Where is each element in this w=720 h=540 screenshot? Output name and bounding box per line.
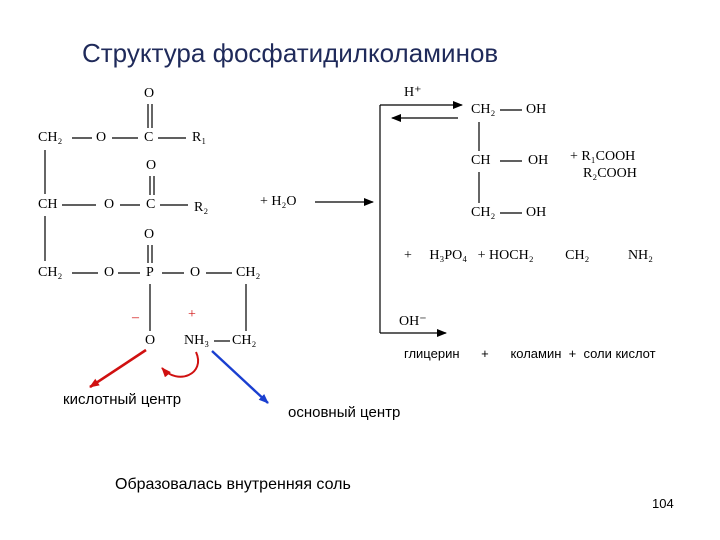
- atom-ch2-end: CH₂: [232, 333, 257, 348]
- products-row: + H₃PO₄ + HOCH₂ CH₂ NH₂: [404, 248, 654, 263]
- positive-charge: +: [188, 307, 196, 322]
- atom-oxygen-3: O: [104, 265, 115, 280]
- glycerol-oh-a: OH: [526, 102, 547, 117]
- glycerol-ch2-c: CH₂: [471, 205, 496, 220]
- atom-carbon-2: C: [146, 197, 156, 212]
- atom-ch2-top: CH₂: [38, 130, 63, 145]
- double-bond-oxygen-2: O: [146, 158, 157, 173]
- atom-carbon-1: C: [144, 130, 154, 145]
- negative-charge: –: [132, 310, 139, 325]
- atom-phosphorus: P: [146, 265, 154, 280]
- catalyst-oh-minus: OH⁻: [399, 314, 427, 329]
- atom-oxygen-2: O: [104, 197, 115, 212]
- catalyst-h-plus: H⁺: [404, 85, 422, 100]
- product-names: глицерин + коламин + соли кислот: [404, 346, 656, 361]
- acid-r1cooh: + R₁COOH: [570, 149, 636, 164]
- atom-ch2-bottom: CH₂: [38, 265, 63, 280]
- page-number: 104: [652, 496, 674, 511]
- atom-ch2-phosphate: CH₂: [236, 265, 261, 280]
- base-center-label: основный центр: [288, 404, 401, 421]
- atom-oxygen-4: O: [190, 265, 201, 280]
- reagent-water: + H₂O: [260, 194, 297, 209]
- atom-ch-middle: CH: [38, 197, 58, 212]
- acid-r2cooh: R₂COOH: [583, 166, 637, 181]
- double-bond-oxygen-p: O: [144, 227, 155, 242]
- double-bond-oxygen-1: O: [144, 86, 155, 101]
- acid-center-label: кислотный центр: [63, 391, 182, 408]
- group-nh3: NH₃: [184, 333, 210, 348]
- atom-oxygen-negative: O: [145, 333, 156, 348]
- conclusion-text: Образовалась внутренняя соль: [115, 476, 351, 493]
- glycerol-oh-b: OH: [528, 153, 549, 168]
- glycerol-oh-c: OH: [526, 205, 547, 220]
- page-title: Структура фосфатидилколаминов: [82, 38, 499, 68]
- radical-r1: R₁: [192, 130, 207, 145]
- glycerol-ch2-a: CH₂: [471, 102, 496, 117]
- radical-r2: R₂: [194, 200, 209, 215]
- atom-oxygen-1: O: [96, 130, 107, 145]
- glycerol-ch-b: CH: [471, 153, 491, 168]
